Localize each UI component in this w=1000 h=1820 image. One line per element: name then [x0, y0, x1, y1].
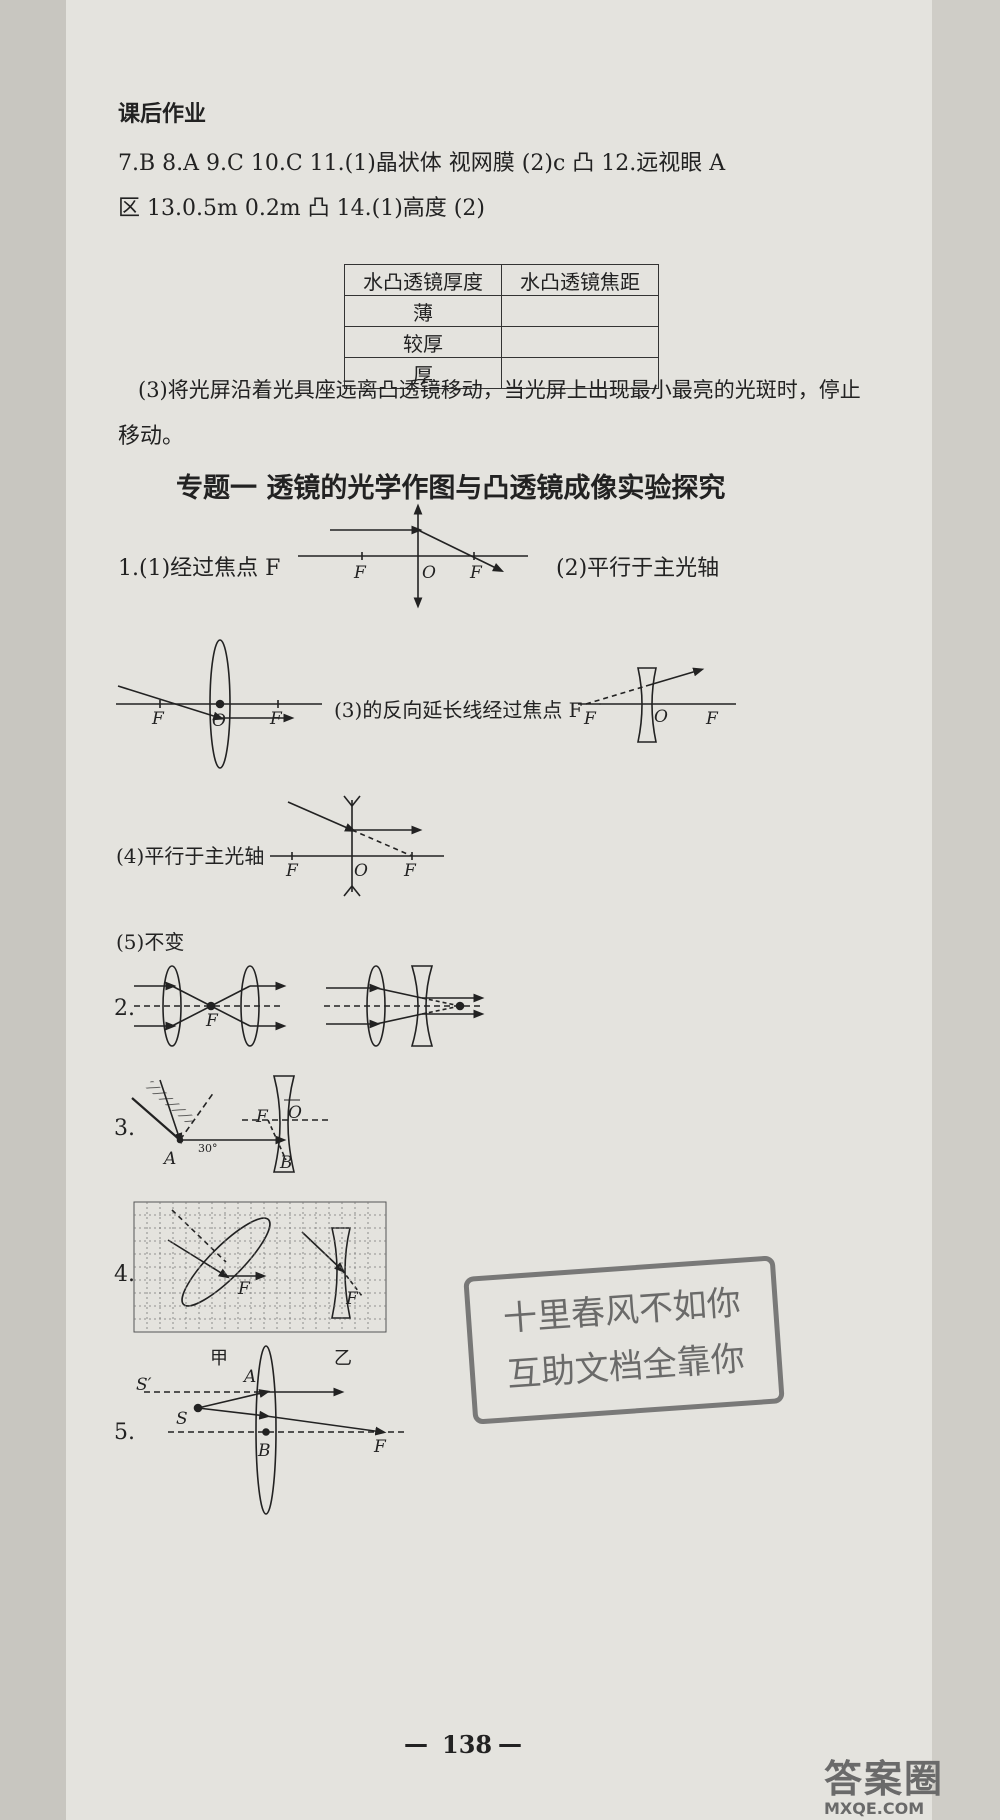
label-F: F: [255, 1107, 269, 1127]
label-F: F: [469, 563, 483, 583]
label-S-prime: S′: [136, 1375, 152, 1395]
q4-number: 4.: [114, 1262, 135, 1287]
label-O: O: [354, 861, 368, 881]
q1-part1: 1.(1)经过焦点 F: [118, 556, 281, 581]
homework-line-2: 区 13.0.5m 0.2m 凸 14.(1)高度 (2): [118, 196, 485, 221]
table-cell: 厚: [344, 357, 502, 389]
q1-part2: (2)平行于主光轴: [556, 556, 720, 581]
table-header: 水凸透镜厚度: [344, 264, 502, 296]
label-B: B: [279, 1153, 293, 1173]
fig-1-2: [116, 639, 322, 769]
label-F: F: [269, 709, 283, 729]
page-gutter-left: [0, 0, 66, 1820]
watermark-text: 答案圈: [824, 1757, 945, 1801]
label-F: F: [583, 709, 597, 729]
label-F: F: [151, 709, 165, 729]
label-O: O: [288, 1103, 302, 1123]
label-F: F: [205, 1011, 219, 1031]
q2-number: 2.: [114, 996, 135, 1021]
q5-number: 5.: [114, 1420, 135, 1445]
label-F: F: [403, 861, 417, 881]
label-F: F: [705, 709, 719, 729]
topic-title: 专题一 透镜的光学作图与凸透镜成像实验探究: [176, 473, 726, 504]
page-number: 138: [442, 1730, 493, 1759]
label-jia: 甲: [210, 1348, 228, 1369]
label-F: F: [237, 1279, 251, 1299]
fig-3: [131, 1075, 332, 1173]
label-F: F: [345, 1289, 359, 1309]
label-O: O: [422, 563, 436, 583]
label-B: B: [257, 1441, 271, 1461]
homework-title: 课后作业: [118, 102, 207, 127]
table-cell: [501, 326, 659, 358]
fig-1-1: [298, 503, 528, 609]
table-cell: 较厚: [344, 326, 502, 358]
label-S: S: [176, 1409, 188, 1429]
fig-1-3: [578, 667, 736, 743]
label-F: F: [373, 1437, 387, 1457]
page-number-prefix: —: [404, 1730, 428, 1758]
page-gutter-right: [932, 0, 1000, 1820]
q1-part3: (3)的反向延长线经过焦点 F: [334, 698, 583, 722]
table-cell: [501, 357, 659, 389]
q1-part4: (4)平行于主光轴: [116, 844, 265, 868]
homework-line-3: (3)将光屏沿着光具座远离凸透镜移动，当光屏上出现最小最亮的光斑时，停止: [138, 378, 861, 402]
label-yi: 乙: [334, 1348, 352, 1369]
label-angle-30: 30°: [198, 1142, 218, 1155]
homework-line-4: 移动。: [118, 424, 185, 449]
fig-4-lenses: [167, 1209, 363, 1319]
label-A: A: [162, 1149, 176, 1169]
label-F: F: [285, 861, 299, 881]
homework-line-1: 7.B 8.A 9.C 10.C 11.(1)晶状体 视网膜 (2)c 凸 12…: [118, 151, 726, 176]
fig-2-right: [324, 965, 485, 1047]
q1-part5: (5)不变: [116, 930, 185, 954]
page-number-suffix: —: [498, 1730, 522, 1758]
label-F: F: [353, 563, 367, 583]
label-O: O: [212, 711, 226, 731]
fig-5: [144, 1345, 404, 1515]
q3-number: 3.: [114, 1116, 135, 1141]
lens-thickness-table: 水凸透镜厚度 水凸透镜焦距 薄 较厚 厚: [344, 264, 659, 389]
fig-2-left: [134, 965, 287, 1047]
watermark-url: MXQE.COM: [824, 1799, 925, 1818]
fig-4-grid-lines: [134, 1202, 386, 1332]
fig-1-4: [270, 795, 444, 897]
label-O: O: [654, 707, 668, 727]
label-A: A: [242, 1367, 256, 1387]
stamp: 十里春风不如你 互助文档全靠你: [463, 1255, 785, 1425]
watermark-logo: 答案圈 MXQE.COM: [824, 1748, 944, 1818]
